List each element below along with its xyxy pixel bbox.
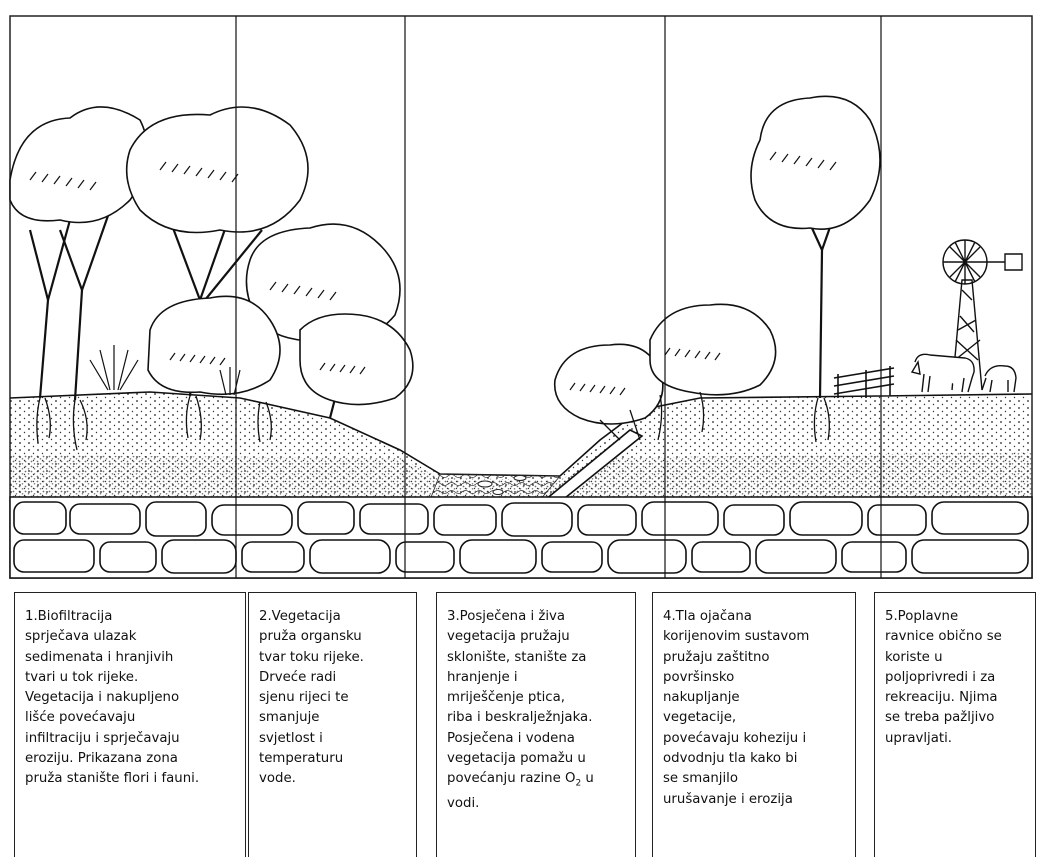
caption-zone-1: 1.Biofiltracija sprječava ulazak sedimen… — [14, 592, 246, 857]
riparian-zone-illustration — [0, 0, 1041, 580]
caption-zone-3: 3.Posječena i živa vegetacija pružaju sk… — [436, 592, 636, 857]
caption-zone-5-text: 5.Poplavne ravnice obično se koriste u p… — [885, 607, 1002, 749]
river-water — [430, 474, 560, 500]
tall-tree-canopy — [751, 96, 880, 229]
caption-zone-1-text: 1.Biofiltracija sprječava ulazak sedimen… — [25, 607, 199, 790]
caption-zone-2-text: 2.Vegetacija pruža organsku tvar toku ri… — [259, 607, 364, 790]
caption-zone-4-text: 4.Tla ojačana korijenovim sustavom pruža… — [663, 607, 809, 810]
caption-zone-3-text: 3.Posječena i živa vegetacija pružaju sk… — [447, 607, 594, 815]
caption-zone-5: 5.Poplavne ravnice obično se koriste u p… — [874, 592, 1036, 857]
caption-zone-3-main: 3.Posječena i živa vegetacija pružaju sk… — [447, 609, 592, 786]
caption-zone-2: 2.Vegetacija pruža organsku tvar toku ri… — [248, 592, 417, 857]
caption-zone-4: 4.Tla ojačana korijenovim sustavom pruža… — [652, 592, 856, 857]
caption-row: 1.Biofiltracija sprječava ulazak sedimen… — [0, 580, 1041, 857]
